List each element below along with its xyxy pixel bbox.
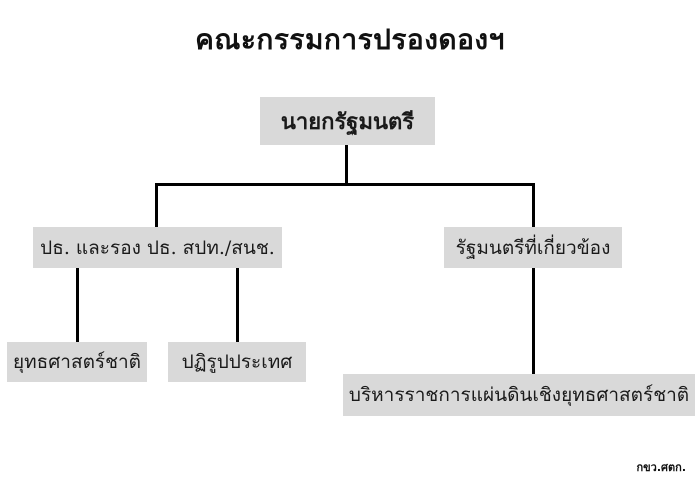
node-chairs-spt-nla: ปธ. และรอง ปธ. สปท./สนช. [33, 227, 282, 268]
node-strategic-administration: บริหารราชการแผ่นดินเชิงยุทธศาสตร์ชาติ [343, 374, 695, 416]
connector-to-left-mid [155, 183, 158, 227]
connector-root-down [345, 145, 348, 186]
node-national-strategy: ยุทธศาสตร์ชาติ [7, 342, 147, 382]
diagram-title: คณะกรรมการปรองดองฯ [195, 23, 505, 56]
connector-horizontal-branch [155, 183, 535, 186]
node-national-reform: ปฏิรูปประเทศ [168, 342, 306, 382]
node-related-ministers: รัฐมนตรีที่เกี่ยวข้อง [444, 227, 622, 268]
node-prime-minister: นายกรัฐมนตรี [260, 97, 435, 145]
connector-to-right-bottom [532, 268, 535, 374]
footer-source-label: กขว.ศตก. [636, 461, 687, 474]
connector-to-left-bottom-1 [76, 268, 79, 342]
connector-to-right-mid [532, 183, 535, 227]
connector-to-left-bottom-2 [236, 268, 239, 342]
